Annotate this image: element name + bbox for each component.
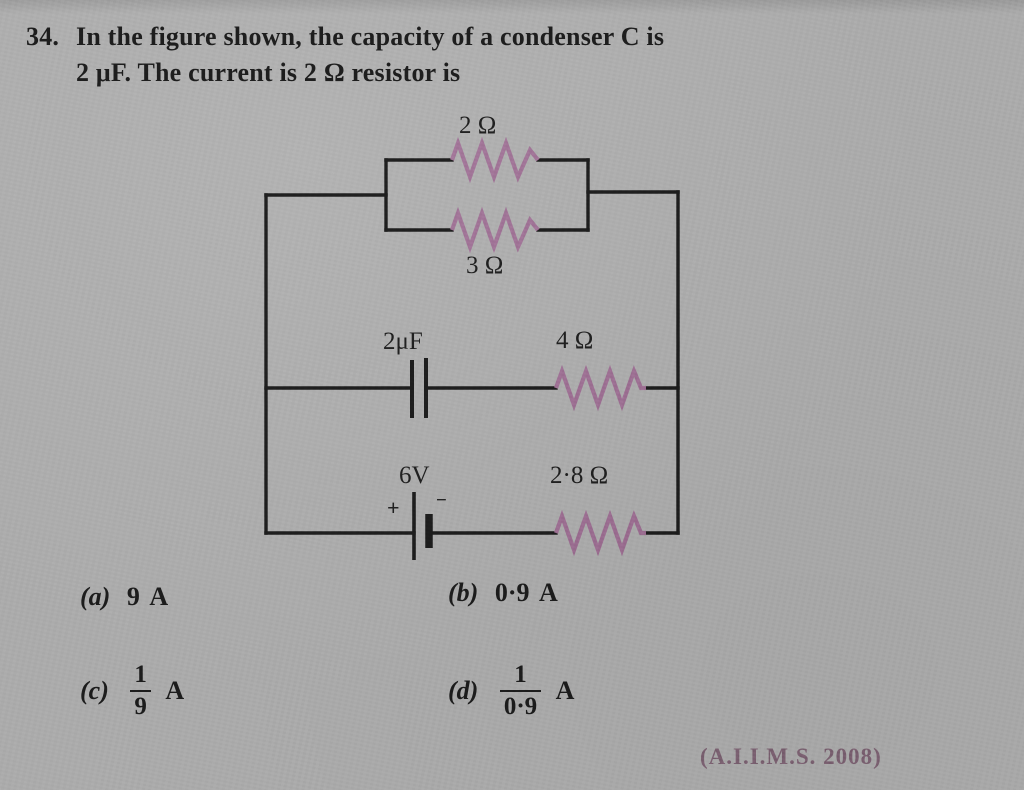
label-2ohm: 2 Ω: [459, 112, 497, 139]
option-b-unit: A: [539, 578, 558, 607]
option-d-numerator: 1: [514, 661, 527, 688]
option-a-value: 9: [126, 582, 140, 611]
option-c-fraction-bar: [130, 689, 151, 692]
option-a-tag: (a): [80, 582, 111, 611]
option-d-denominator: 0·9: [503, 692, 538, 720]
source-attribution: (A.I.I.M.S. 2008): [700, 744, 882, 769]
option-d-unit: A: [555, 675, 575, 705]
option-b-tag: (b): [448, 578, 479, 607]
question-text-line-2: 2 μF. The current is 2 Ω resistor is: [76, 58, 461, 87]
circuit-diagram: 2 Ω 3 Ω 2μF 4 Ω 6V 2·8 Ω + −: [0, 100, 1024, 570]
resistor-4ohm-symbol: [554, 364, 646, 412]
option-d[interactable]: (d) 1 0·9 A: [448, 661, 575, 722]
option-c-unit: A: [165, 675, 185, 705]
option-c-fraction: 1 9: [130, 661, 151, 720]
option-a-unit: A: [149, 582, 169, 611]
circuit-svg: [264, 136, 680, 570]
label-battery-6v: 6V: [399, 462, 430, 489]
option-c-denominator: 9: [134, 692, 147, 720]
label-3ohm: 3 Ω: [466, 252, 504, 279]
option-b[interactable]: (b) 0·9 A: [448, 578, 558, 608]
battery-positive-sign: +: [387, 495, 400, 520]
label-2p8ohm: 2·8 Ω: [550, 462, 609, 489]
option-c[interactable]: (c) 1 9 A: [80, 661, 185, 722]
option-c-numerator: 1: [134, 661, 147, 688]
option-c-tag: (c): [80, 675, 109, 705]
resistor-3ohm-symbol: [450, 206, 540, 254]
question-text-line-1: In the figure shown, the capacity of a c…: [76, 22, 665, 51]
option-d-fraction: 1 0·9: [499, 661, 542, 720]
label-capacitor-2uf: 2μF: [383, 328, 423, 355]
battery-negative-sign: −: [436, 490, 447, 511]
option-b-value: 0·9: [494, 578, 530, 607]
label-4ohm: 4 Ω: [556, 327, 594, 354]
question-number: 34.: [26, 22, 60, 51]
option-a[interactable]: (a) 9 A: [80, 582, 168, 612]
resistor-2ohm-symbol: [450, 136, 540, 184]
option-d-tag: (d): [448, 675, 479, 705]
resistor-2p8ohm-symbol: [554, 509, 646, 557]
option-d-fraction-bar: [499, 689, 542, 692]
page-top-shadow: [0, 0, 1024, 14]
